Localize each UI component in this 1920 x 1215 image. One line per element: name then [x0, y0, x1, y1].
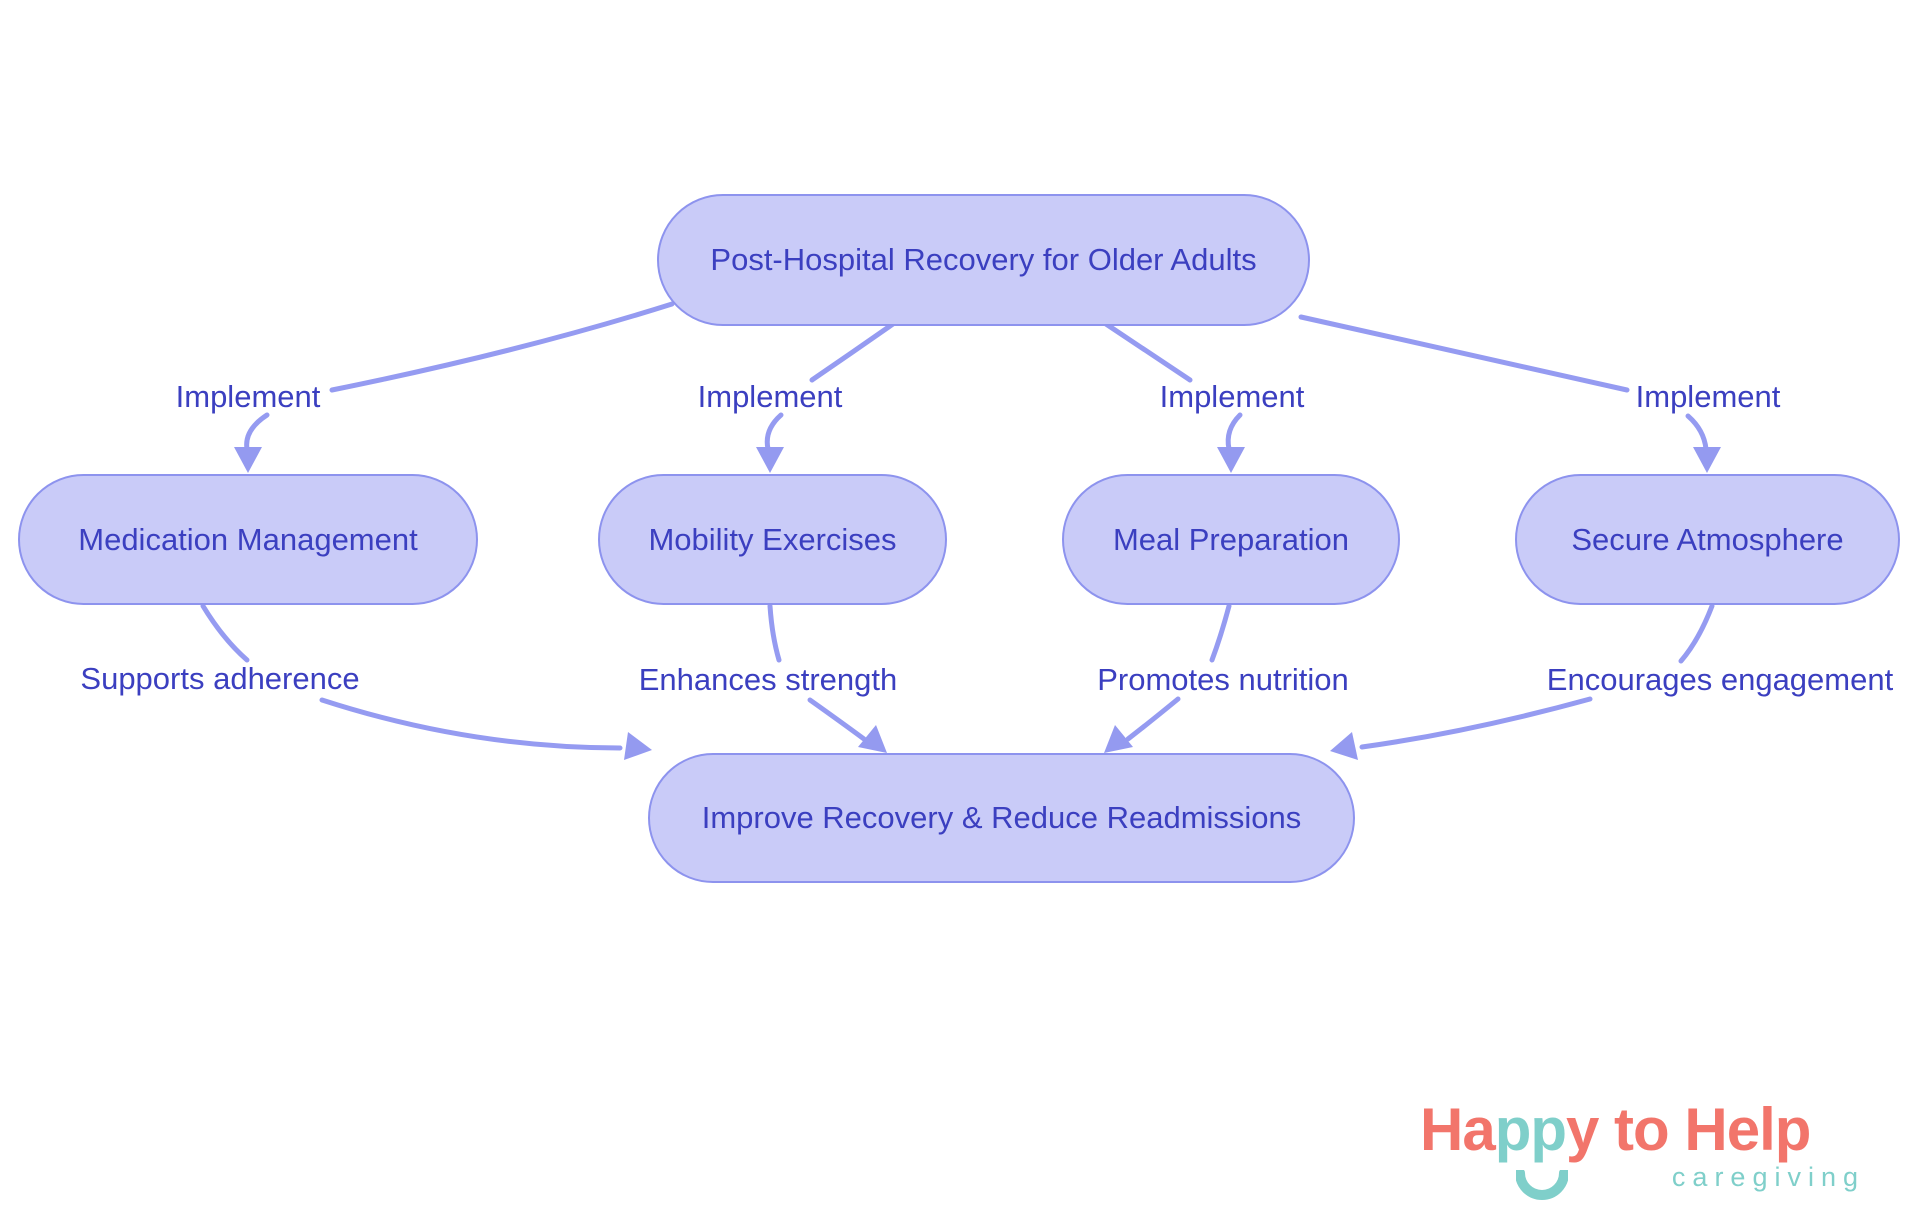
arrowhead-branch-4: [1693, 447, 1721, 473]
edge-label-3-to-outcome: [1125, 696, 1181, 742]
arrowhead-outcome-3: [1104, 725, 1133, 753]
happy-to-help-logo: Happy to Help caregiving: [1420, 1100, 1865, 1200]
edge-root-to-implement-2: [809, 321, 896, 383]
root-node-label: Post-Hospital Recovery for Older Adults: [710, 242, 1257, 277]
arrowhead-branch-2: [756, 447, 784, 473]
branch-node-label: Meal Preparation: [1112, 521, 1350, 557]
arrowhead-branch-3: [1217, 447, 1245, 473]
edge-root-to-implement-3: [1103, 321, 1193, 383]
outcome-node-improve-recovery: Improve Recovery & Reduce Readmissions: [648, 753, 1355, 883]
logo-tagline: caregiving: [1671, 1162, 1865, 1192]
arrowhead-outcome-4: [1330, 732, 1358, 760]
edge-label-implement-4: Implement: [1635, 379, 1781, 414]
edge-label-implement-3: Implement: [1159, 379, 1305, 414]
logo-part-pp: pp: [1494, 1096, 1567, 1163]
edge-label-1-to-outcome: [319, 697, 623, 751]
arrowhead-branch-1: [234, 447, 262, 473]
arrowhead-outcome-2: [858, 725, 887, 753]
edge-label-4-to-outcome: [1359, 696, 1593, 750]
branch-node-secure-atmosphere: Secure Atmosphere: [1515, 474, 1900, 605]
edge-branch-4-to-label: [1678, 603, 1715, 664]
branch-node-meal-preparation: Meal Preparation: [1062, 474, 1400, 605]
edge-label-supports-adherence: Supports adherence: [80, 661, 360, 696]
logo-part-ha: Ha: [1420, 1096, 1496, 1163]
root-node-post-hospital-recovery: Post-Hospital Recovery for Older Adults: [657, 194, 1310, 326]
logo-part-y: y: [1566, 1096, 1599, 1163]
edge-label-enhances-strength: Enhances strength: [638, 662, 898, 697]
edge-root-to-implement-4: [1298, 314, 1630, 393]
edge-implement-4-to-branch: [1685, 413, 1709, 452]
edge-root-to-implement-1: [329, 301, 675, 393]
branch-node-mobility-exercises: Mobility Exercises: [598, 474, 947, 605]
branch-node-label: Medication Management: [78, 521, 418, 557]
edge-implement-3-to-branch: [1225, 412, 1243, 452]
arrowhead-outcome-1: [624, 732, 652, 760]
edge-implement-2-to-branch: [764, 412, 784, 452]
branch-node-label: Secure Atmosphere: [1571, 521, 1844, 557]
edge-label-implement-2: Implement: [697, 379, 843, 414]
edge-label-implement-1: Implement: [175, 379, 321, 414]
edge-branch-2-to-label: [767, 603, 782, 663]
edge-label-encourages-engagement: Encourages engagement: [1546, 662, 1894, 697]
logo-part-to: to: [1598, 1096, 1685, 1163]
edge-label-promotes-nutrition: Promotes nutrition: [1097, 662, 1349, 697]
logo-smile-icon: [1516, 1170, 1568, 1200]
edge-implement-1-to-branch: [244, 412, 270, 452]
edge-branch-3-to-label: [1209, 603, 1232, 663]
edge-label-2-to-outcome: [807, 697, 867, 742]
edge-branch-1-to-label: [200, 603, 250, 663]
outcome-node-label: Improve Recovery & Reduce Readmissions: [701, 800, 1302, 835]
branch-node-medication-management: Medication Management: [18, 474, 478, 605]
logo-wordmark: Happy to Help: [1420, 1100, 1865, 1160]
branch-node-label: Mobility Exercises: [648, 521, 897, 557]
logo-part-help: Help: [1684, 1096, 1811, 1163]
